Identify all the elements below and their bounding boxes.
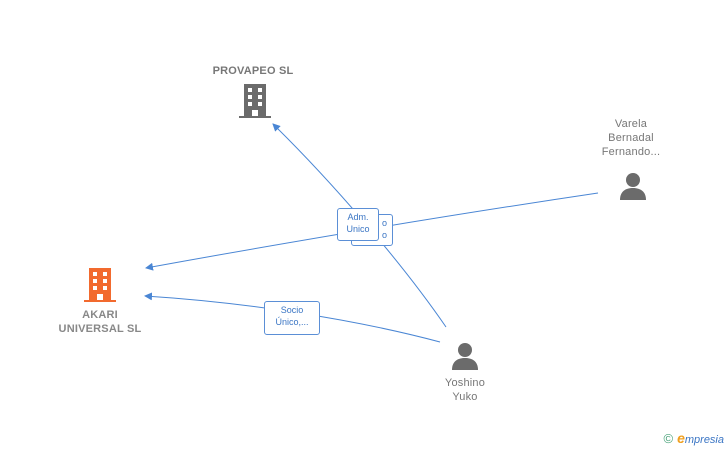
varela-label-line3: Fernando... (601, 146, 661, 158)
yoshino-label-line1: Yoshino (444, 377, 486, 389)
edge-label-socio-unico[interactable]: Socio Único,... (264, 301, 320, 335)
varela-label-line1: Varela (614, 118, 648, 130)
akari-label-line2: UNIVERSAL SL (58, 323, 142, 335)
edge-label-hidden-line1: o (381, 218, 387, 228)
edge-label-adm-unico-line2: Unico (346, 224, 370, 234)
akari-label[interactable]: AKARI UNIVERSAL SL (40, 308, 160, 336)
person-icon[interactable] (450, 341, 480, 371)
building-icon[interactable] (239, 84, 271, 118)
provapeo-label[interactable]: PROVAPEO SL (212, 65, 294, 77)
varela-label[interactable]: Varela Bernadal Fernando... (588, 117, 674, 159)
edge-label-adm-unico[interactable]: Adm. Unico (337, 208, 379, 241)
person-icon[interactable] (618, 171, 648, 201)
yoshino-label-line2: Yuko (452, 391, 478, 403)
edge-label-hidden-line2: o (381, 230, 387, 240)
edge-label-socio-unico-line2: Único,... (275, 317, 309, 327)
yoshino-label[interactable]: Yoshino Yuko (425, 376, 505, 404)
footer-brand[interactable]: © empresia (663, 430, 724, 446)
edge-label-socio-unico-line1: Socio (280, 305, 304, 315)
brand-name: mpresia (684, 434, 724, 446)
akari-label-line1: AKARI (82, 309, 118, 321)
copyright-icon: © (663, 430, 674, 446)
edge-label-adm-unico-line1: Adm. (347, 212, 369, 222)
building-icon[interactable] (84, 268, 116, 302)
brand-logo-e: e (677, 430, 685, 446)
varela-label-line2: Bernadal (608, 132, 654, 144)
